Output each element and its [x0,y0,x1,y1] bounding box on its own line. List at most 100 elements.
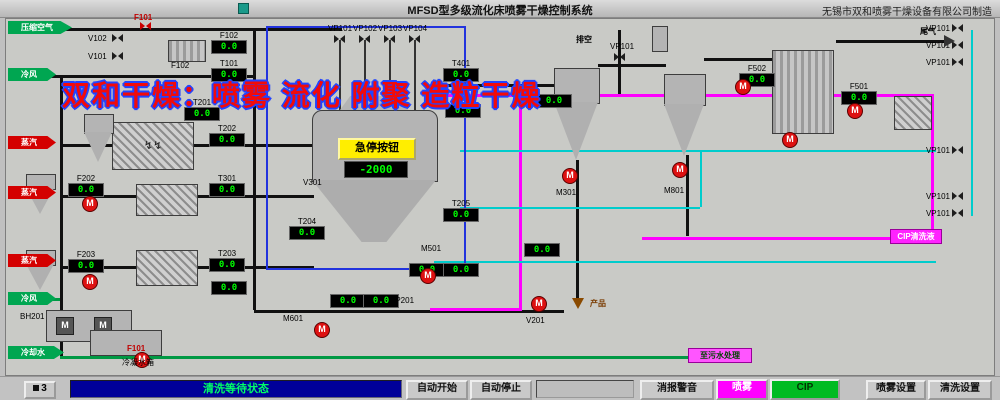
manufacturer-label: 无锡市双和喷雾干燥设备有限公司制造 [822,7,992,18]
pump-icon[interactable]: M [420,268,436,284]
inlet-cold-air: 冷风 [8,68,56,81]
tag-m501: M501 [421,244,442,253]
tag-vent-valve: VP101 [610,42,635,51]
pipe-cip [430,308,522,311]
pump-icon[interactable]: M [847,103,863,119]
valve-icon-v102[interactable] [112,34,123,43]
auto-stop-button[interactable]: 自动停止 [470,380,532,400]
valve-label-right-3: VP101 [925,58,950,67]
pipe [598,64,666,67]
valve-label-right-6: VP101 [925,209,950,218]
tag-vp201: VP201 [390,296,415,305]
inlet-compressed-air: 压缩空气 [8,21,72,34]
tag-tail-gas: 尾气 [920,27,936,36]
pump-icon[interactable]: M [672,162,688,178]
pump-icon[interactable]: M [82,274,98,290]
valve-icon-vp104[interactable] [409,35,420,44]
heater-2[interactable] [136,184,198,216]
valve-label-right-4: VP101 [925,146,950,155]
valve-icon-vp102[interactable] [359,35,370,44]
condensate-tank [90,330,162,356]
valve-label-right-5: VP101 [925,192,950,201]
cyclone-2-body[interactable] [664,74,706,106]
valve-label-vp104: VP104 [403,24,428,33]
pipe-cyan [434,261,936,263]
pipe [704,58,774,61]
pump-icon[interactable]: M [735,79,751,95]
pump-icon[interactable]: M [134,352,150,368]
tag-vent: 排空 [576,35,592,44]
heater-3[interactable] [136,250,198,286]
page-title: MFSD型多级流化床喷雾干燥控制系统 [407,5,593,17]
status-bar: 清洗等待状态 [70,380,402,398]
cip-button[interactable]: CIP [770,379,840,400]
pipe-cyan [460,207,700,209]
display-aux-2: 0.0 [445,95,481,118]
spray-button[interactable]: 喷雾 [716,379,768,400]
drain-box: 至污水处理 [688,348,752,363]
pipe [364,40,366,110]
pump-icon[interactable]: M [531,296,547,312]
pump-icon[interactable]: M [82,196,98,212]
valve-icon-vent[interactable] [614,53,625,62]
pipe-green [60,356,688,359]
pipe [389,40,391,110]
vibration-motor-1[interactable]: M [56,317,74,335]
vent-vessel [652,26,668,52]
pipe-cip [931,94,934,240]
pipe [414,40,416,110]
heater-1[interactable]: ↯↯ [112,122,194,170]
display-aux-3: 0.0 [524,234,560,257]
valve-icon-vp101[interactable] [334,35,345,44]
valve-icon-vp103[interactable] [384,35,395,44]
inlet-cooling-air: 冷风 [8,292,56,305]
mute-alarm-button[interactable]: 消报警音 [640,380,714,400]
display-vp201-b: 0.0 [363,285,399,308]
auto-start-button[interactable]: 自动开始 [406,380,468,400]
tag-product: 产品 [590,299,606,308]
tag-f101-bottom: F101 [127,344,146,353]
inlet-cooling-water: 冷却水 [8,346,64,359]
spray-settings-button[interactable]: 喷雾设置 [866,380,926,400]
tag-m301: M301 [556,188,577,197]
valve-icon-right-6[interactable] [952,209,963,218]
pipe-cip [519,94,522,310]
led-icon [33,385,40,391]
clean-settings-button[interactable]: 清洗设置 [928,380,992,400]
bag-filter[interactable] [772,50,834,134]
emergency-stop-button[interactable]: 急停按钮 [338,138,416,160]
pump-icon[interactable]: M [782,132,798,148]
pipe-cip [642,237,934,240]
valve-icon-right-3[interactable] [952,58,963,67]
cyclone-small-body [84,114,114,134]
display-aux-1: 0.0 [211,272,247,295]
pipe [836,40,944,43]
pipe [436,84,558,87]
valve-icon-v101[interactable] [112,52,123,61]
valve-icon-right-5[interactable] [952,192,963,201]
pump-icon[interactable]: M [562,168,578,184]
valve-icon-f101[interactable] [140,22,151,31]
valve-label-vp102: VP102 [353,24,378,33]
dryer-top-cap [340,96,408,110]
dryer-level-display: -2000 [344,161,408,178]
cip-supply-box: CIP清洗液 [890,229,942,244]
air-filter[interactable] [168,40,206,62]
heater-4[interactable] [894,96,932,130]
display-vp201-a: 0.0 [330,285,366,308]
pump-icon[interactable]: M [314,322,330,338]
pipe-cyan [700,150,702,207]
spacer-panel [536,380,634,398]
valve-label-vp101: VP101 [328,24,353,33]
valve-icon-right-4[interactable] [952,146,963,155]
pipe [339,40,341,110]
valve-icon-right-1[interactable] [952,24,963,33]
